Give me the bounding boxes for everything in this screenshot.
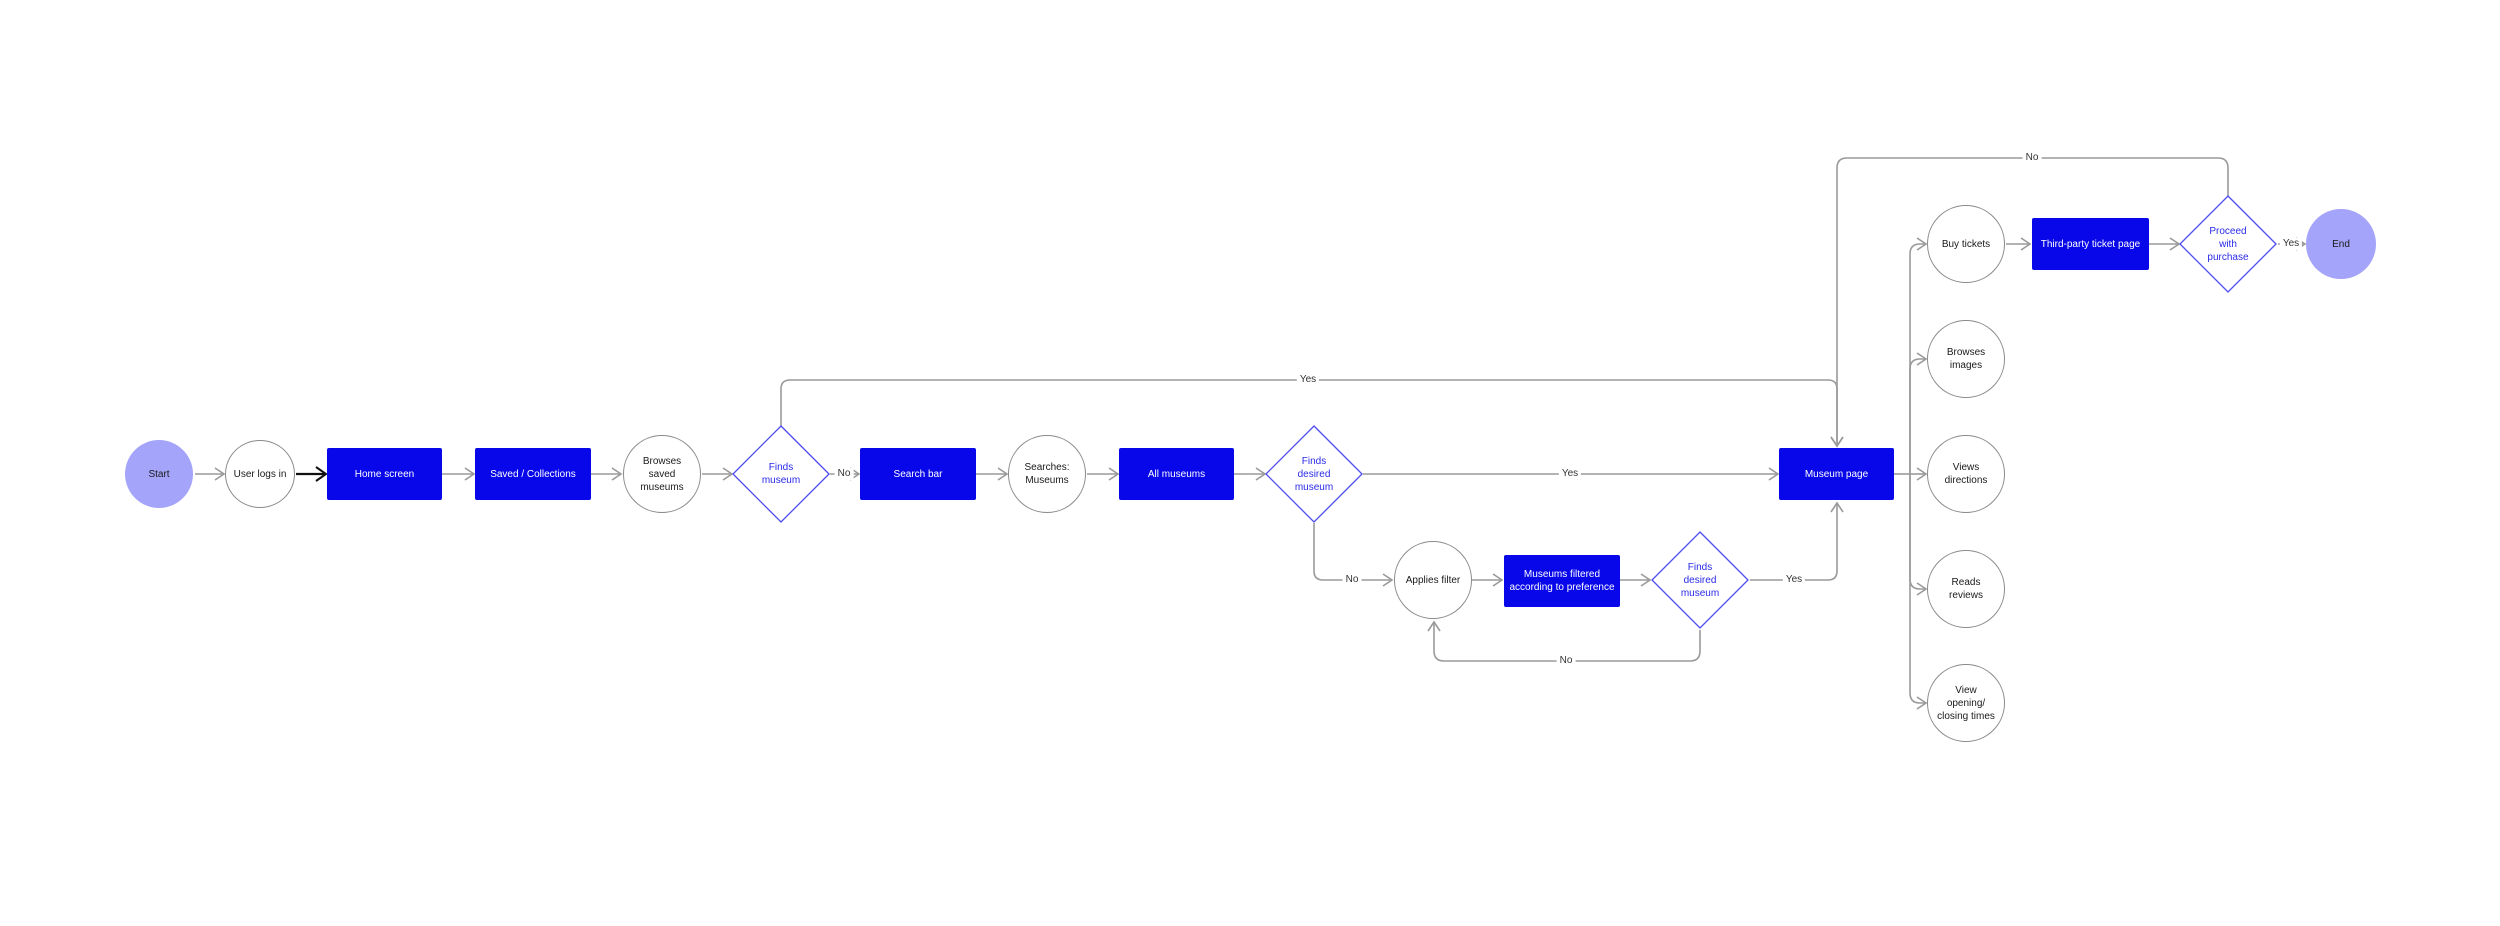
museum-page-node: Museum page — [1779, 448, 1894, 500]
all-museums-node: All museums — [1119, 448, 1234, 500]
edge-branch-view-times — [1909, 474, 1928, 710]
edge-label-finds-desired-2-no: No — [1556, 655, 1576, 667]
museums-filtered-node: Museums filtered according to preference — [1504, 555, 1620, 607]
edge-label-finds-desired-1-yes: Yes — [1558, 468, 1582, 480]
end-node: End — [2306, 209, 2376, 279]
saved-collections-node: Saved / Collections — [475, 448, 591, 500]
edge-label-finds-desired-1-no: No — [1342, 574, 1362, 586]
edge-branch-reads-reviews — [1909, 474, 1928, 596]
third-party-ticket-page-node: Third-party ticket page — [2032, 218, 2149, 270]
edge-desired2-yes-to-museum-page — [1750, 501, 1844, 581]
edge-proceed-no-to-museum-page — [1830, 157, 2229, 448]
edge-label-finds-museum-no: No — [834, 468, 854, 480]
edge-label-finds-desired-2-yes: Yes — [1782, 574, 1806, 586]
finds-museum-decision: Finds museum — [761, 462, 801, 486]
user-logs-in-node: User logs in — [225, 440, 295, 508]
finds-desired-museum-decision-2: Finds desired museum — [1680, 561, 1720, 599]
browses-images-node: Browses images — [1927, 320, 2005, 398]
decision-finds-desired-1-shape — [1265, 425, 1363, 523]
view-opening-closing-times-node: View opening/ closing times — [1927, 664, 2005, 742]
edge-label-finds-museum-yes: Yes — [1296, 374, 1320, 386]
finds-desired-museum-decision-1: Finds desired museum — [1294, 455, 1334, 493]
edge-desired-no-to-filter — [1313, 523, 1394, 587]
reads-reviews-node: Reads reviews — [1927, 550, 2005, 628]
edge-branch-buy-tickets — [1909, 237, 1928, 474]
edge-branch-browses-images — [1909, 352, 1928, 474]
edge-label-proceed-no: No — [2022, 152, 2042, 164]
decision-finds-desired-2-shape — [1651, 531, 1749, 629]
decision-proceed-shape — [2179, 195, 2277, 293]
buy-tickets-node: Buy tickets — [1927, 205, 2005, 283]
views-directions-node: Views directions — [1927, 435, 2005, 513]
browses-saved-museums-node: Browses saved museums — [623, 435, 701, 513]
start-node: Start — [125, 440, 193, 508]
home-screen-node: Home screen — [327, 448, 442, 500]
decision-finds-museum-shape — [732, 425, 830, 523]
proceed-with-purchase-decision: Proceed with purchase — [2207, 225, 2249, 263]
edge-label-proceed-yes: Yes — [2279, 238, 2303, 250]
searches-museums-node: Searches: Museums — [1008, 435, 1086, 513]
applies-filter-node: Applies filter — [1394, 541, 1472, 619]
search-bar-node: Search bar — [860, 448, 976, 500]
